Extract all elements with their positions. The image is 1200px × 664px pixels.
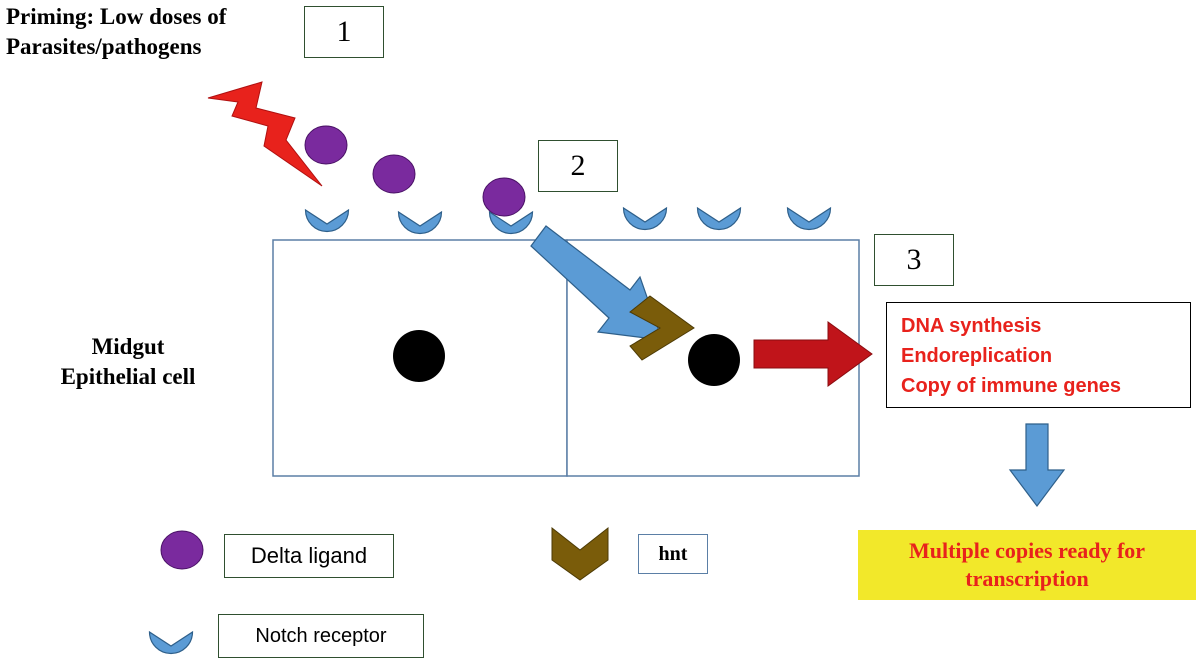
final-result-line-1: Multiple copies ready for [908, 538, 1146, 563]
step-1-box: 1 [304, 6, 384, 58]
down-arrow-icon [1008, 423, 1066, 507]
priming-label: Priming: Low doses of Parasites/pathogen… [6, 2, 226, 62]
priming-line-2: Parasites/pathogens [6, 34, 202, 59]
notch-receptors [304, 206, 832, 235]
cell-label: Midgut Epithelial cell [28, 332, 228, 392]
final-result-line-2: transcription [965, 566, 1089, 591]
notch-receptor-icon [786, 206, 832, 231]
outcome-item: DNA synthesis [901, 315, 1042, 337]
delta-ligands [304, 125, 526, 217]
notch-receptor-icon [622, 206, 668, 231]
notch-receptor-icon [397, 210, 443, 235]
outcome-item: Copy of immune genes [901, 375, 1122, 397]
outcome-item: Endoreplication [901, 345, 1053, 367]
notch-receptor-icon [488, 210, 534, 235]
delta-ligand-icon [304, 125, 348, 165]
hnt-icon [629, 295, 695, 361]
lightning-bolt-icon [207, 81, 323, 187]
legend-delta-ligand-label: Delta ligand [224, 534, 394, 578]
step-2-box: 2 [538, 140, 618, 192]
legend-notch-receptor-label: Notch receptor [218, 614, 424, 658]
outcomes-box: DNA synthesis Endoreplication Copy of im… [886, 302, 1191, 408]
legend-notch-receptor-icon [148, 630, 194, 655]
delta-ligand-icon [482, 177, 526, 217]
legend-hnt-label: hnt [638, 534, 708, 574]
priming-line-1: Priming: Low doses of [6, 4, 227, 29]
cell-label-line-2: Epithelial cell [60, 364, 196, 389]
legend-hnt-icon [551, 526, 609, 581]
step-3-box: 3 [874, 234, 954, 286]
notch-receptor-icon [696, 206, 742, 231]
cell-label-line-1: Midgut [91, 334, 165, 359]
output-arrow-icon [753, 321, 873, 387]
nucleus-left [393, 330, 445, 382]
notch-receptor-icon [304, 208, 350, 233]
nucleus-right [688, 334, 740, 386]
delta-ligand-icon [372, 154, 416, 194]
final-result-box: Multiple copies ready for transcription [858, 530, 1196, 600]
legend-delta-ligand-icon [160, 530, 204, 570]
